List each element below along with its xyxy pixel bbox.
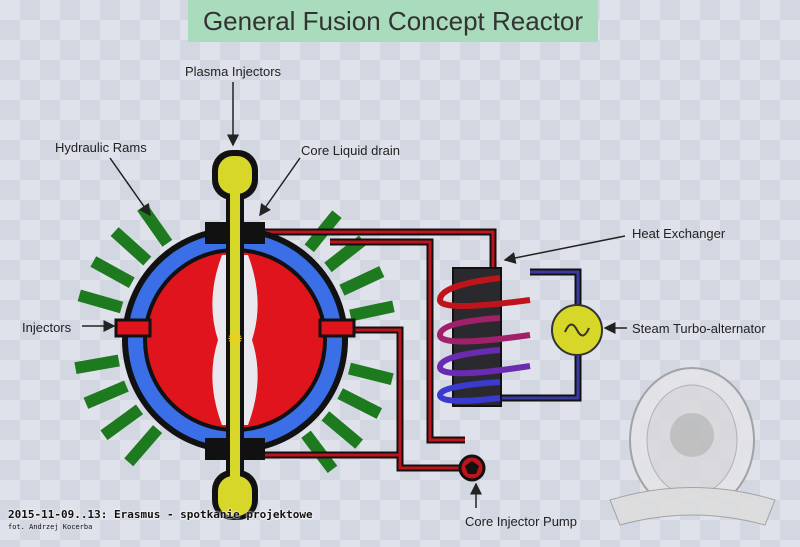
hydraulic-ram: [74, 354, 120, 375]
sine-wave-icon: [564, 323, 590, 337]
hydraulic-ram: [100, 404, 144, 441]
photo-caption: 2015-11-09..13: Erasmus - spotkanie proj…: [8, 508, 313, 521]
hydraulic-ram: [83, 380, 129, 409]
hydraulic-rams: [74, 203, 395, 473]
hydraulic-ram: [90, 256, 135, 289]
label-core-liquid-drain: Core Liquid drain: [301, 143, 400, 158]
turbo-alternator: [551, 304, 603, 356]
label-hydraulic-rams: Hydraulic Rams: [55, 140, 147, 155]
svg-text:✺: ✺: [227, 329, 242, 349]
hydraulic-ram: [349, 300, 395, 322]
hydraulic-ram: [321, 411, 363, 449]
hydraulic-ram: [337, 388, 383, 419]
label-plasma-injectors: Plasma Injectors: [185, 64, 282, 79]
reactor-core: ✺: [114, 150, 356, 520]
photo-credit: fot. Andrzej Kocerba: [8, 523, 93, 531]
label-core-injector-pump: Core Injector Pump: [465, 514, 577, 529]
heat-exchanger: [436, 267, 531, 407]
label-heat-exchanger: Heat Exchanger: [632, 226, 726, 241]
hydraulic-ram: [137, 203, 173, 247]
hydraulic-ram: [77, 289, 124, 314]
hydraulic-ram: [124, 425, 163, 467]
pipes: [262, 228, 582, 472]
core-injector-pump: [458, 454, 486, 482]
label-steam-turbo-alternator: Steam Turbo-alternator: [632, 321, 766, 336]
slide-title: General Fusion Concept Reactor: [188, 0, 598, 42]
hydraulic-ram: [110, 227, 152, 266]
school-watermark-logo: [609, 367, 776, 526]
label-injectors: Injectors: [22, 320, 72, 335]
hydraulic-ram: [348, 362, 394, 386]
hydraulic-ram: [339, 266, 385, 296]
